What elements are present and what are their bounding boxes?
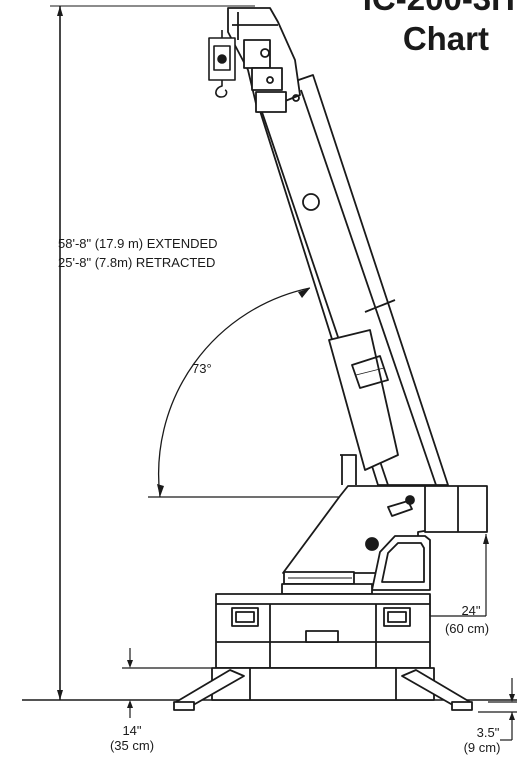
chassis — [211, 593, 435, 701]
outrigger-right — [401, 669, 473, 711]
ground-clearance-in-label: 14" — [122, 723, 142, 738]
rear-overhang-in-label: 24" — [461, 603, 481, 618]
boom-head — [227, 7, 301, 113]
boom-extended-label: 58'-8" (17.9 m) EXTENDED — [58, 236, 218, 251]
diagram-title-line-1: IC-200-3H — [363, 0, 515, 18]
pad-height-dimension — [478, 678, 517, 741]
angle-arc — [148, 287, 345, 498]
rear-overhang-cm-label: (60 cm) — [444, 621, 490, 636]
pad-height-cm-label: (9 cm) — [463, 740, 501, 755]
ground-clearance-dimension — [122, 648, 212, 718]
boom-retracted-label: 25'-8" (7.8m) RETRACTED — [58, 255, 216, 270]
rear-overhang-dimension — [429, 534, 489, 617]
height-dimension-line — [50, 5, 255, 700]
outrigger-left — [173, 669, 245, 711]
hook-block — [208, 30, 236, 98]
pad-height-in-label: 3.5" — [476, 725, 500, 740]
boom — [254, 74, 449, 486]
diagram-title-line-2: Chart — [402, 20, 489, 57]
ground-clearance-cm-label: (35 cm) — [109, 738, 155, 753]
turret — [281, 485, 488, 595]
angle-label: 73° — [192, 361, 212, 376]
